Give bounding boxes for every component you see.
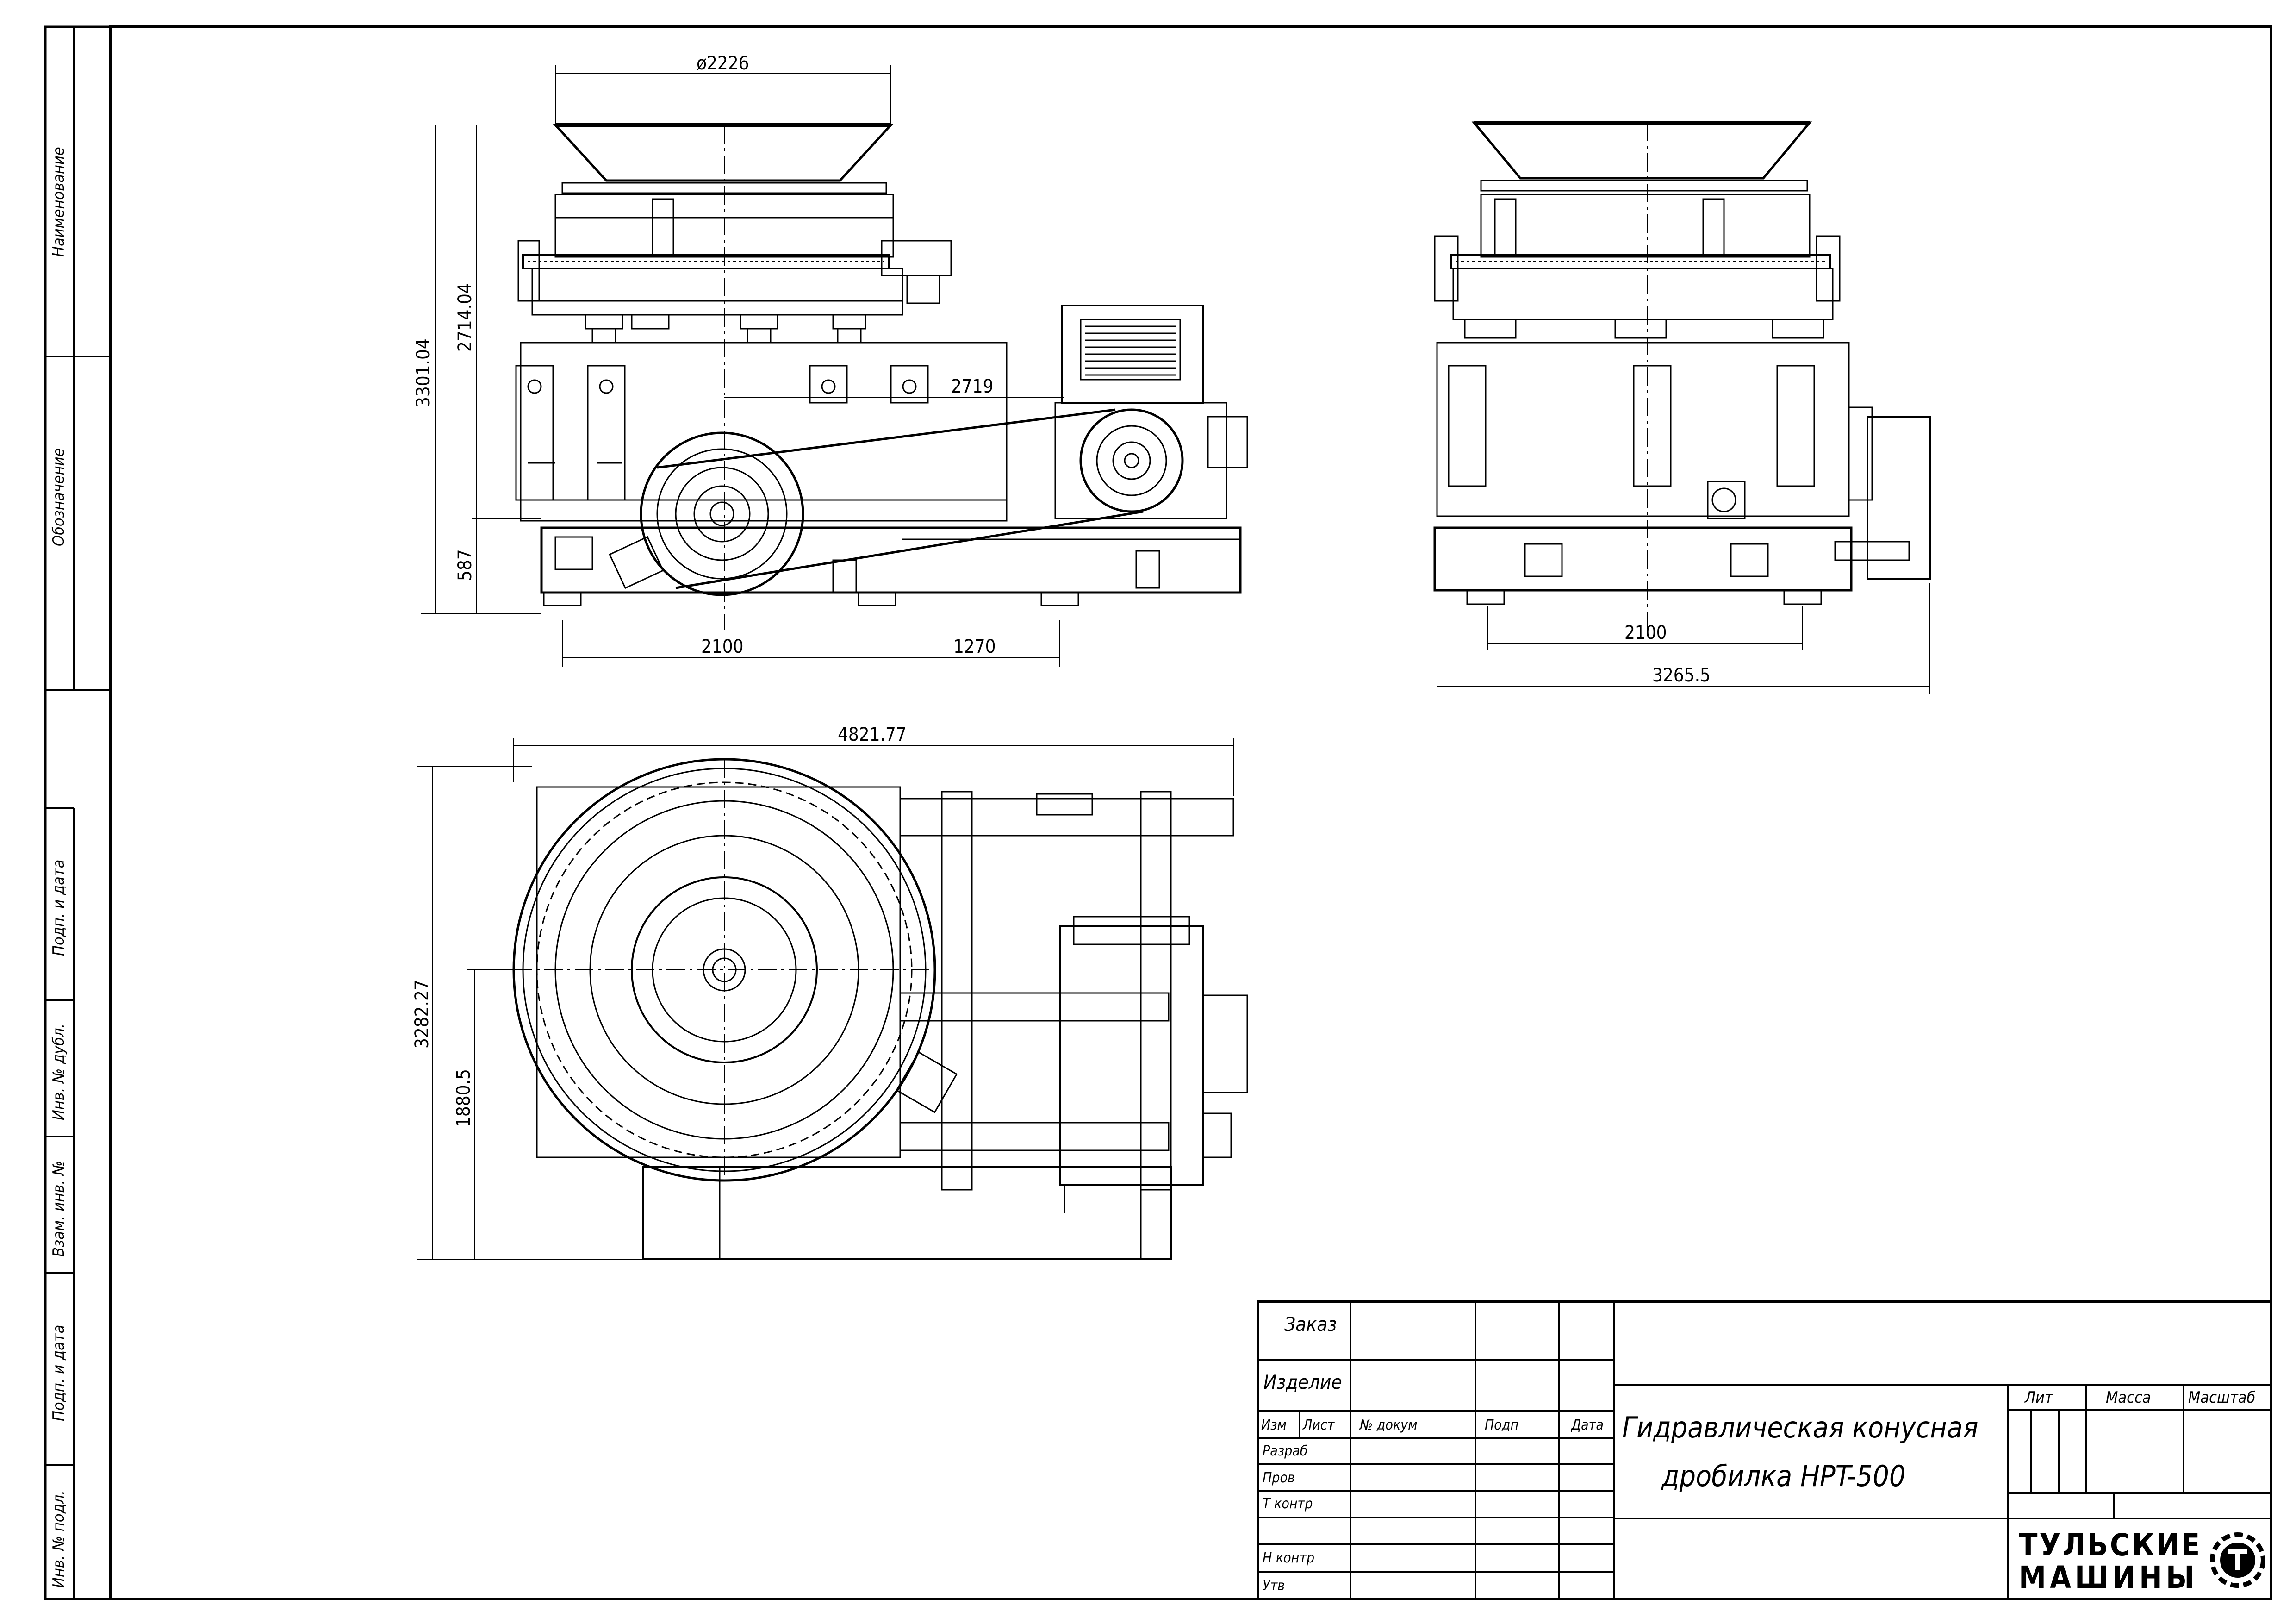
dim-motor-offset: 2719: [951, 376, 994, 397]
top-dim-width: 3282.27: [411, 980, 433, 1049]
company-gear-logo-icon: [2210, 1532, 2265, 1588]
tb-masshtab: Масштаб: [2188, 1388, 2255, 1407]
tb-title-line2: дробилка HPT-500: [1661, 1459, 1905, 1493]
tb-row-razrab: Разраб: [1263, 1443, 1308, 1459]
company-name-line2: МАШИНЫ: [2019, 1560, 2198, 1595]
stamp-inv-podl: Инв. № подл.: [50, 1490, 68, 1588]
tb-col-izm: Изм: [1261, 1417, 1287, 1433]
tb-zakaz: Заказ: [1284, 1313, 1337, 1336]
stamp-podp-data-2: Подп. и дата: [50, 1325, 68, 1421]
stamp-vzam-inv: Взам. инв. №: [50, 1161, 68, 1257]
dim-base-left: 2100: [701, 636, 744, 657]
top-view: [417, 738, 1248, 1260]
tb-col-list: Лист: [1302, 1417, 1335, 1433]
side-view: [1433, 121, 1931, 694]
dim-total-height: 3301.04: [413, 338, 434, 407]
tb-row-utv: Утв: [1263, 1578, 1285, 1594]
tb-massa: Масса: [2106, 1388, 2151, 1407]
top-dim-center: 1880.5: [453, 1069, 474, 1127]
tb-col-n-dokum: № докум: [1359, 1417, 1417, 1433]
title-block: [1257, 1300, 2272, 1600]
stamp-podp-data-1: Подп. и дата: [50, 860, 68, 956]
dim-upper-height: 2714.04: [454, 283, 476, 352]
tb-row-t-kontr: Т контр: [1263, 1496, 1313, 1512]
tb-col-podp: Подп: [1485, 1417, 1518, 1433]
stamp-naimenovanie: Наименование: [50, 147, 68, 257]
tb-row-n-kontr: Н контр: [1263, 1550, 1314, 1566]
company-name-line1: ТУЛЬСКИЕ: [2019, 1527, 2202, 1563]
dim-hopper-diameter: ø2226: [697, 53, 749, 74]
side-dim-overall: 3265.5: [1652, 665, 1711, 686]
side-dim-base: 2100: [1624, 622, 1667, 643]
dim-base-height: 587: [454, 549, 476, 581]
tb-row-prov: Пров: [1263, 1470, 1295, 1486]
tb-title-line1: Гидравлическая конусная: [1622, 1411, 1979, 1444]
left-stamp-strip: [44, 25, 112, 1600]
top-dim-length: 4821.77: [838, 724, 907, 745]
stamp-inv-dubl: Инв. № дубл.: [50, 1024, 68, 1120]
stamp-oboznachenie: Обозначение: [50, 448, 68, 546]
front-view: [421, 65, 1248, 667]
tb-lit: Лит: [2024, 1388, 2053, 1407]
tb-col-data: Дата: [1571, 1417, 1604, 1433]
tb-izdelie: Изделие: [1263, 1371, 1342, 1393]
dim-base-right: 1270: [953, 636, 996, 657]
